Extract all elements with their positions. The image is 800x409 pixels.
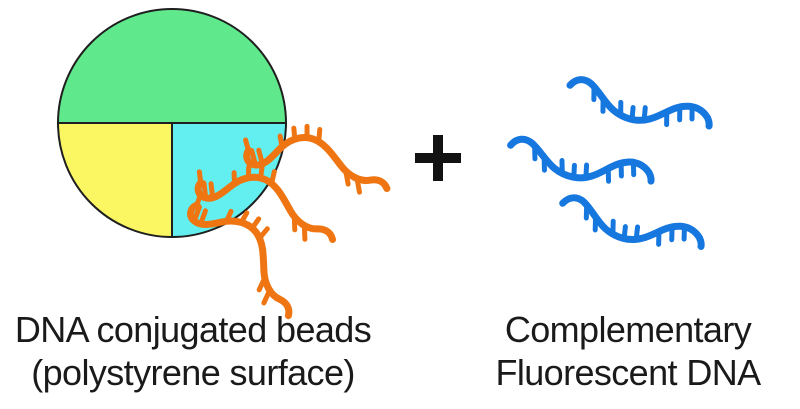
- polystyrene-bead: [57, 8, 287, 238]
- blue-dna-strand-icon: [558, 196, 705, 254]
- bead-caption-line2: (polystyrene surface): [31, 352, 355, 393]
- bead-caption: DNA conjugated beads (polystyrene surfac…: [0, 308, 386, 394]
- bead-caption-line1: DNA conjugated beads: [14, 309, 372, 350]
- fluorescent-caption-line1: Complementary: [504, 309, 752, 350]
- bead-segment-green-top-half: [57, 8, 287, 124]
- bead-segment-yellow-bottom-left: [57, 122, 173, 238]
- fluorescent-caption: Complementary Fluorescent DNA: [444, 308, 800, 394]
- blue-dna-strand-icon: [507, 138, 654, 188]
- plus-icon: [415, 135, 461, 181]
- fluorescent-dna-strands: [507, 78, 713, 254]
- blue-dna-strand-icon: [566, 78, 713, 133]
- fluorescent-caption-line2: Fluorescent DNA: [495, 352, 761, 393]
